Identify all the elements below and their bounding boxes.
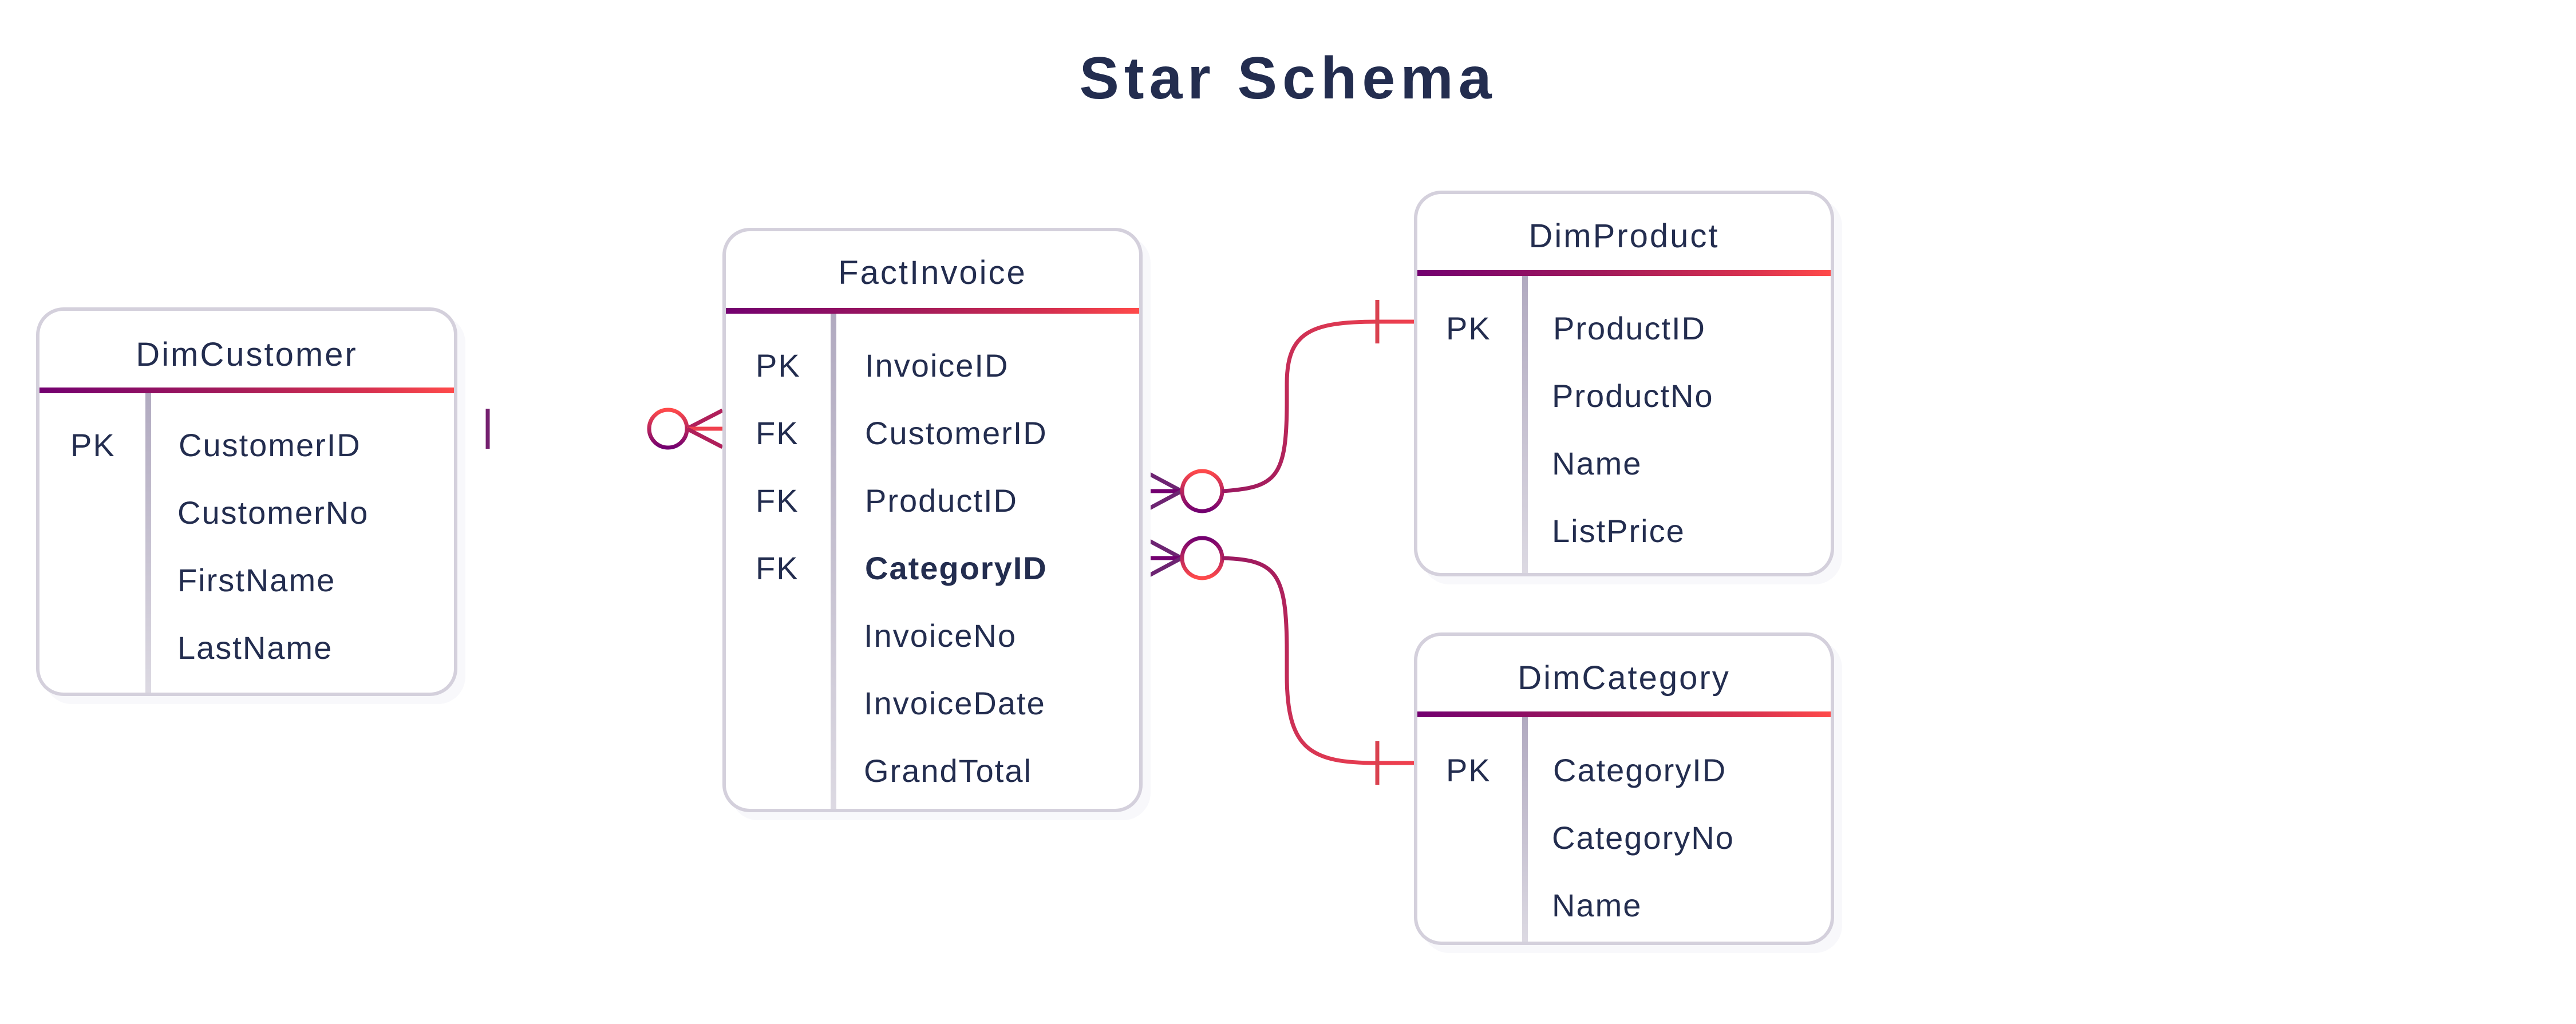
header-gradient-bar — [726, 308, 1139, 314]
header-gradient-bar — [1417, 270, 1831, 276]
column-name: ProductID — [865, 483, 1018, 519]
zero-cardinality-circle — [1180, 536, 1224, 580]
column-name: CategoryNo — [1552, 820, 1735, 856]
column-name: Name — [1552, 887, 1642, 923]
table-name: DimProduct — [1528, 218, 1720, 255]
column-name: ListPrice — [1552, 513, 1685, 549]
crows-foot-prong — [1140, 489, 1183, 515]
column-name: LastName — [177, 630, 333, 666]
header-gradient-bar — [39, 388, 454, 393]
column-name: Name — [1552, 445, 1642, 481]
diagram-title: Star Schema — [1079, 45, 1497, 112]
header-gradient-bar — [1417, 711, 1831, 717]
table-name: DimCustomer — [136, 336, 358, 373]
column-name: FirstName — [177, 562, 336, 598]
crows-foot-prong — [1140, 556, 1183, 582]
column-divider — [1522, 717, 1528, 942]
column-name: CategoryID — [865, 550, 1048, 586]
column-name: InvoiceDate — [864, 685, 1046, 721]
column-name: ProductNo — [1552, 378, 1714, 414]
table-factinvoice[interactable]: FactInvoice PK InvoiceID FK CustomerID F… — [722, 228, 1143, 812]
relationship-line — [1222, 556, 1416, 765]
key-label: PK — [70, 427, 116, 463]
column-name: GrandTotal — [864, 753, 1032, 789]
column-name: InvoiceNo — [864, 618, 1017, 654]
crows-foot-prong — [686, 408, 724, 431]
column-name: InvoiceID — [865, 347, 1009, 383]
table-dimproduct[interactable]: DimProduct PK ProductID ProductNo Name L… — [1414, 191, 1834, 576]
key-label: PK — [1446, 310, 1491, 346]
key-label: FK — [756, 550, 799, 586]
key-label: PK — [1446, 752, 1491, 788]
relationship-invoice-product — [1140, 300, 1416, 515]
key-label: PK — [756, 347, 801, 383]
table-dimcategory[interactable]: DimCategory PK CategoryID CategoryNo Nam… — [1414, 632, 1834, 945]
crows-foot-prong — [1140, 534, 1183, 560]
crows-foot-prong — [1140, 467, 1183, 493]
table-name: DimCategory — [1518, 659, 1730, 697]
column-divider — [145, 393, 151, 693]
column-name: CustomerID — [865, 415, 1048, 451]
relationship-invoice-category — [1140, 534, 1416, 785]
relationship-line — [1222, 319, 1416, 493]
column-name: CategoryID — [1553, 752, 1727, 788]
zero-cardinality-circle — [1180, 469, 1224, 513]
key-label: FK — [756, 483, 799, 519]
column-name: ProductID — [1553, 310, 1706, 346]
table-dimcustomer[interactable]: DimCustomer PK CustomerID CustomerNo Fir… — [36, 307, 457, 696]
relationship-customer-invoice — [456, 408, 724, 450]
zero-cardinality-circle — [647, 408, 689, 450]
column-name: CustomerID — [179, 427, 361, 463]
column-divider — [831, 314, 836, 809]
column-divider — [1522, 276, 1528, 573]
table-name: FactInvoice — [838, 254, 1027, 291]
key-label: FK — [756, 415, 799, 451]
crows-foot-prong — [686, 426, 724, 449]
column-name: CustomerNo — [177, 495, 369, 531]
